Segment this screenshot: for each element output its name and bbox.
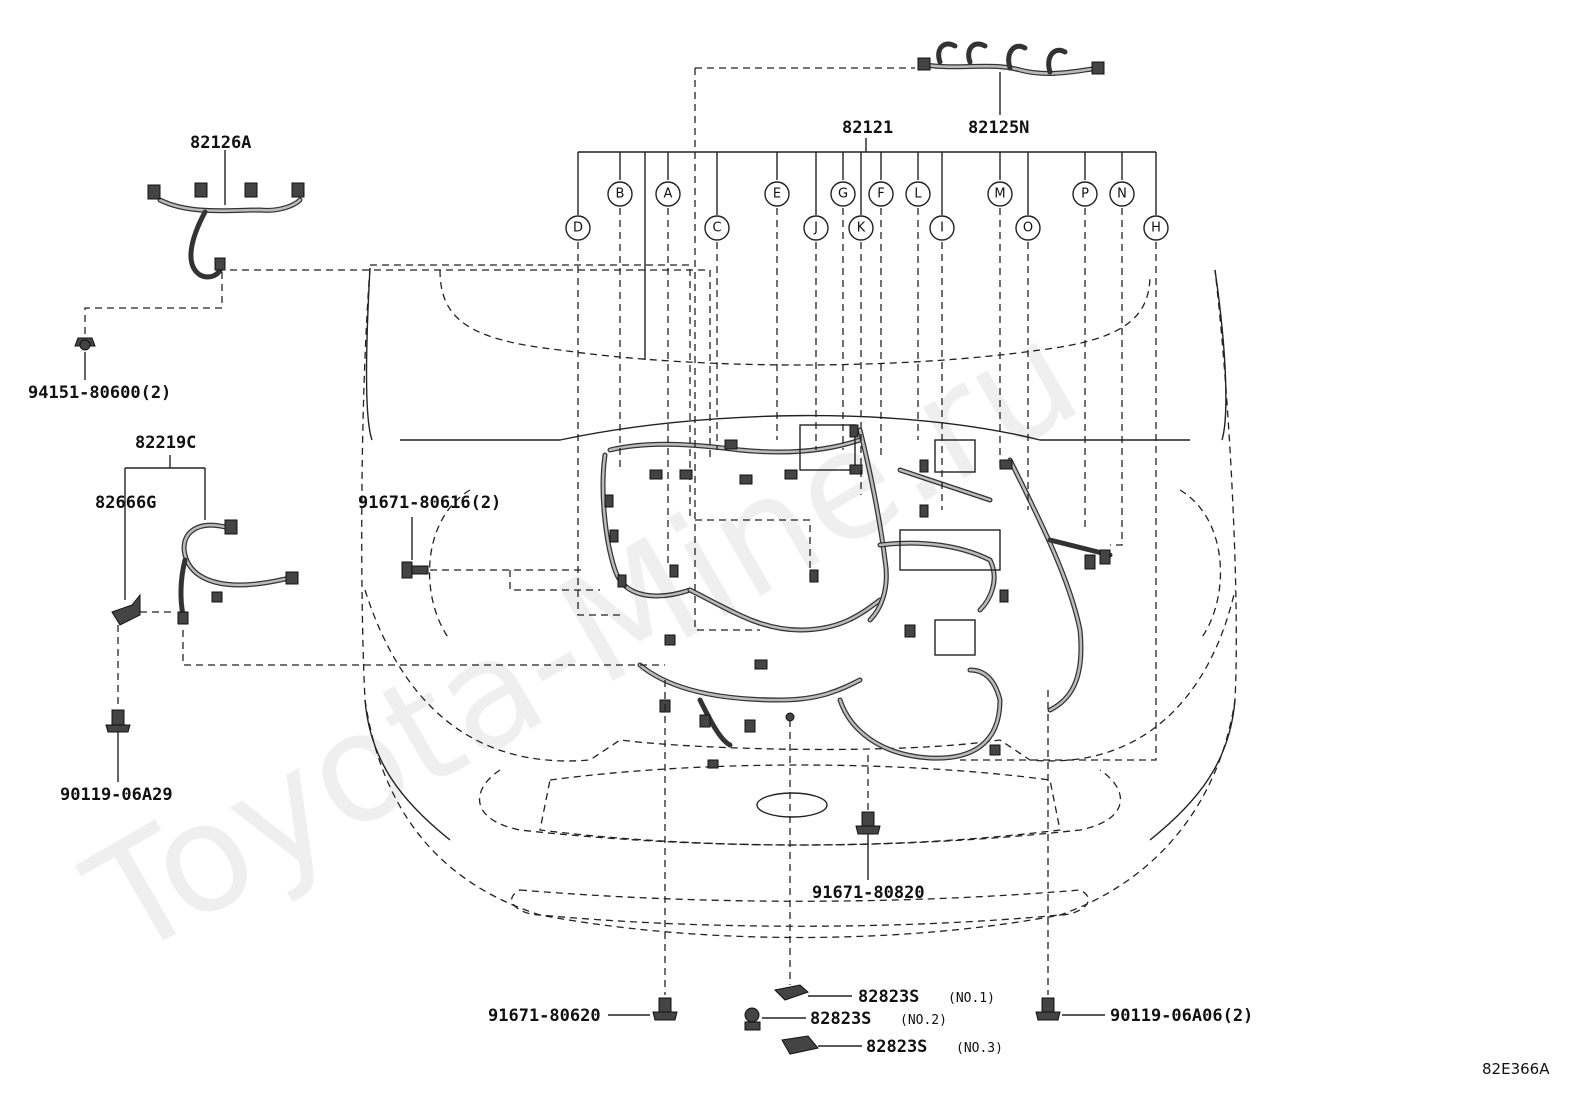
- callout-label: N: [1117, 187, 1127, 202]
- part-label-82823s-no3: 82823S: [866, 1037, 927, 1057]
- callout-label: E: [773, 187, 781, 202]
- callout-p: P: [1072, 181, 1098, 207]
- part-label-82823s-no2: 82823S: [810, 1009, 871, 1029]
- part-label-91671-80620: 91671-80620: [488, 1006, 601, 1026]
- part-label-94151-80600: 94151-80600(2): [28, 383, 171, 403]
- part-label-82121: 82121: [842, 118, 893, 138]
- callout-i: I: [929, 215, 955, 241]
- callout-leaders: [577, 67, 1157, 761]
- callout-label: B: [616, 187, 625, 202]
- clamp-icon: [773, 712, 852, 1001]
- callout-label: K: [857, 221, 866, 236]
- callout-l: L: [905, 181, 931, 207]
- part-suffix-no3: (NO.3): [956, 1041, 1003, 1056]
- callout-d: D: [565, 215, 591, 241]
- callout-label: I: [940, 221, 944, 236]
- part-label-82219c: 82219C: [135, 433, 196, 453]
- screw-icon: [401, 517, 600, 591]
- vehicle-outline: [361, 264, 1237, 939]
- callout-label: G: [838, 187, 848, 202]
- bolt-icon: [105, 709, 131, 782]
- callout-label: F: [877, 187, 884, 202]
- harness-82219c: [111, 482, 665, 705]
- engine-wire-harness: [600, 424, 1113, 769]
- part-label-90119-06a06: 90119-06A06(2): [1110, 1006, 1253, 1026]
- callout-n: N: [1109, 181, 1135, 207]
- callout-b: B: [607, 181, 633, 207]
- clamp-icon: [781, 1035, 862, 1055]
- callout-m: M: [987, 181, 1013, 207]
- callout-h: H: [1143, 215, 1169, 241]
- callout-g: G: [830, 181, 856, 207]
- drawing-code: 82E366A: [1482, 1060, 1550, 1078]
- bolt-icon: [608, 680, 678, 1021]
- callout-label: D: [573, 221, 583, 236]
- callout-label: P: [1081, 187, 1089, 202]
- part-suffix-no1: (NO.1): [948, 991, 995, 1006]
- callout-k: K: [848, 215, 874, 241]
- part-label-82666g: 82666G: [95, 493, 156, 513]
- harness-82126a: [84, 150, 711, 460]
- callout-o: O: [1015, 215, 1041, 241]
- bracket-82121: [577, 138, 1157, 360]
- nut-icon: [74, 337, 96, 380]
- callout-f: F: [868, 181, 894, 207]
- bolt-icon: [855, 755, 881, 880]
- callout-label: M: [994, 187, 1005, 202]
- clamp-icon: [744, 1007, 806, 1031]
- callout-e: E: [764, 181, 790, 207]
- callout-label: O: [1023, 221, 1033, 236]
- harness-82125n: [917, 41, 1105, 115]
- callout-label: A: [664, 187, 673, 202]
- part-label-82126a: 82126A: [190, 133, 251, 153]
- callout-c: C: [704, 215, 730, 241]
- callout-j: J: [803, 215, 829, 241]
- bolt-icon: [1035, 690, 1105, 1021]
- part-suffix-no2: (NO.2): [900, 1013, 947, 1028]
- part-label-91671-80616: 91671-80616(2): [358, 493, 501, 513]
- part-label-82125n: 82125N: [968, 118, 1029, 138]
- callout-label: H: [1151, 221, 1161, 236]
- watermark: Toyota-Mine.ru: [60, 287, 1106, 991]
- bracket-82219c: [124, 455, 206, 520]
- callout-label: J: [813, 221, 818, 236]
- callout-label: L: [914, 187, 922, 202]
- part-label-90119-06a29: 90119-06A29: [60, 785, 173, 805]
- callout-label: C: [712, 221, 721, 236]
- part-label-91671-80820: 91671-80820: [812, 883, 925, 903]
- callout-a: A: [655, 181, 681, 207]
- part-label-82823s-no1: 82823S: [858, 987, 919, 1007]
